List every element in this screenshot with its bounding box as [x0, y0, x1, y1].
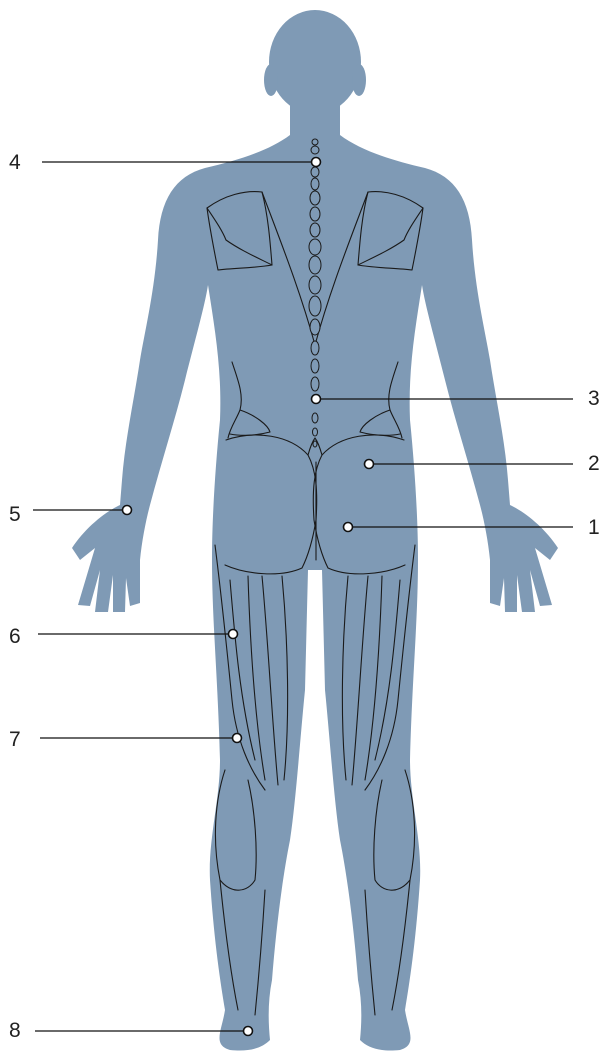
label-3: 3	[588, 388, 600, 409]
label-8: 8	[9, 1020, 21, 1041]
marker-6	[229, 630, 238, 639]
label-4: 4	[9, 152, 21, 173]
marker-1	[344, 523, 353, 532]
marker-4	[312, 158, 321, 167]
marker-7	[233, 734, 242, 743]
label-1: 1	[588, 517, 600, 538]
marker-5	[123, 506, 132, 515]
label-7: 7	[9, 729, 21, 750]
label-5: 5	[9, 504, 21, 525]
label-2: 2	[588, 453, 600, 474]
marker-8	[244, 1027, 253, 1036]
marker-2	[365, 460, 374, 469]
label-6: 6	[9, 626, 21, 647]
marker-3	[312, 395, 321, 404]
